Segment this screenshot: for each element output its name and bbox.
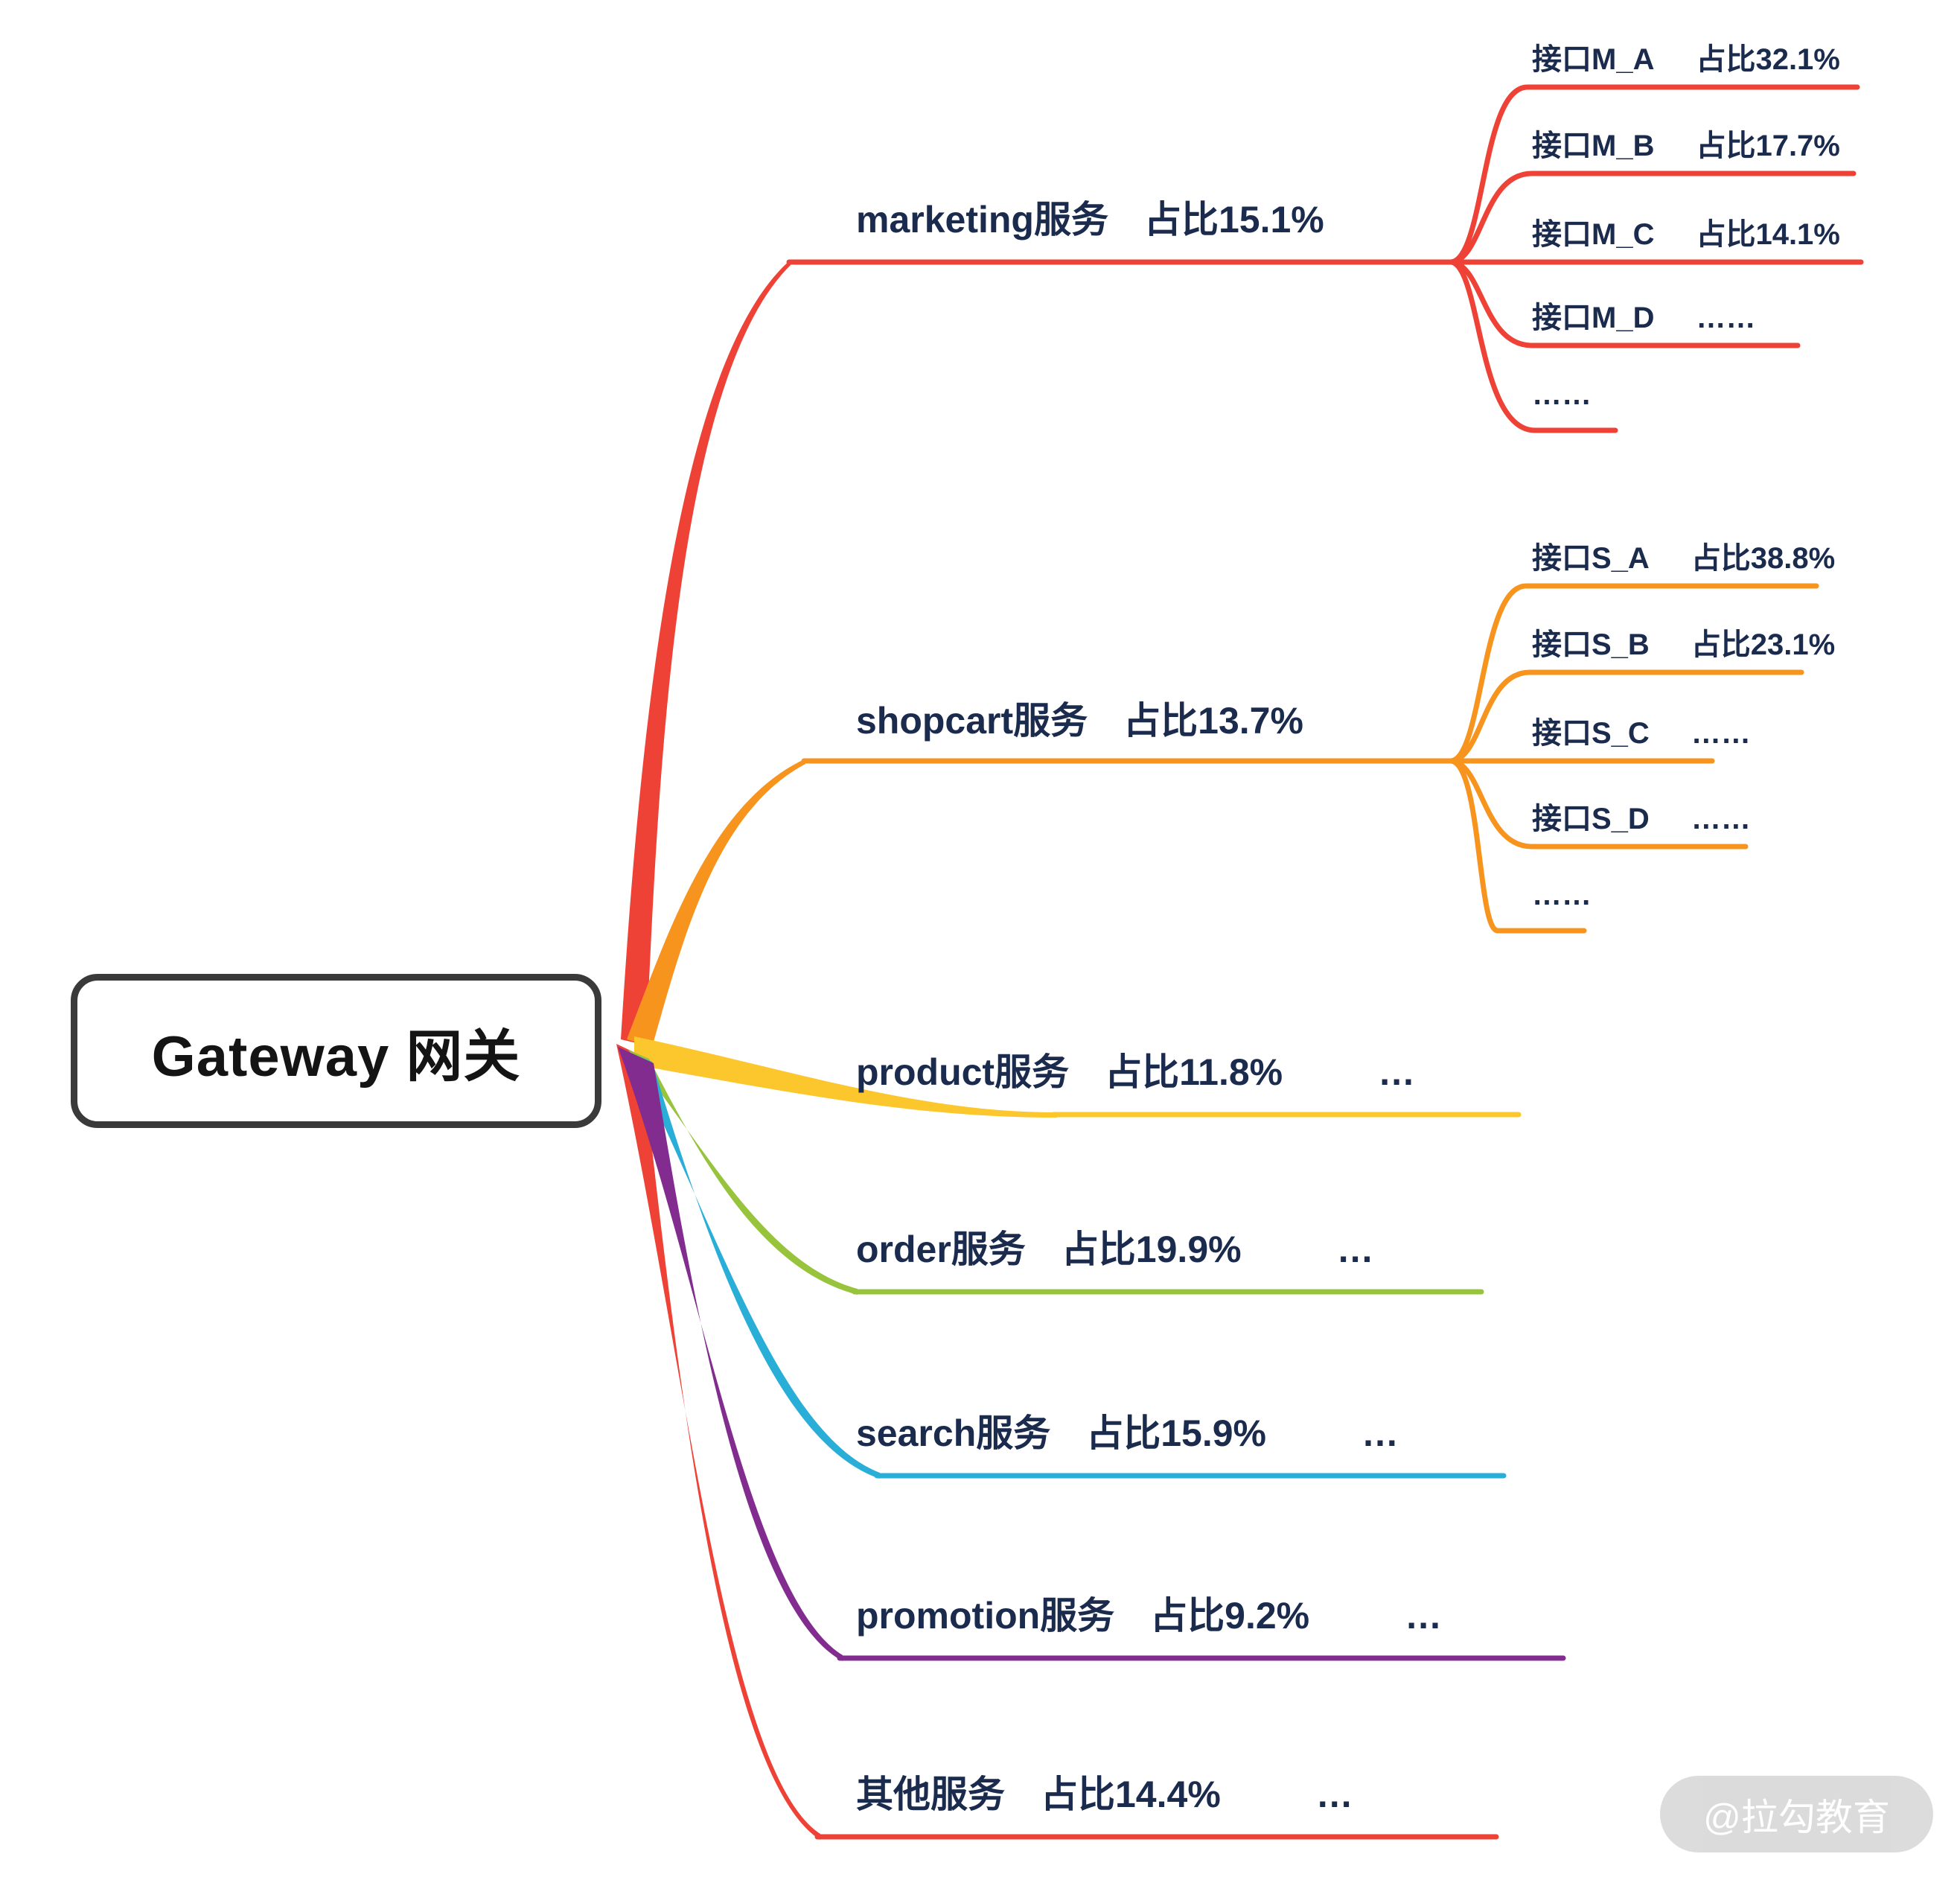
branch-ellipsis: … — [1336, 1229, 1377, 1270]
branch-name: marketing服务 — [856, 199, 1108, 240]
child-value: 占比17.7% — [1696, 130, 1840, 162]
branch-ellipsis: … — [1405, 1595, 1446, 1637]
child-value: …… — [1691, 803, 1751, 835]
root-node-label: Gateway 网关 — [151, 1025, 521, 1089]
branch-ellipsis: … — [1378, 1051, 1419, 1093]
branch-percent: 占比15.1% — [1143, 199, 1324, 240]
branch-percent: 占比14.4% — [1041, 1774, 1221, 1815]
trunk-shopcart — [627, 759, 805, 1047]
child-name: …… — [1532, 378, 1592, 411]
child-name: 接口M_C — [1532, 218, 1655, 251]
node-interface-m-d[interactable]: 接口M_D …… — [1532, 293, 1755, 337]
branch-name: 其他服务 — [856, 1774, 1005, 1815]
branch-name: order服务 — [856, 1229, 1026, 1270]
branch-name: shopcart服务 — [856, 700, 1088, 742]
branch-name: search服务 — [856, 1412, 1051, 1454]
branch-percent: 占比15.9% — [1086, 1412, 1267, 1454]
root-node-gateway[interactable]: Gateway 网关 — [71, 974, 601, 1128]
node-interface-s-c[interactable]: 接口S_C …… — [1532, 709, 1751, 752]
trunk-product — [634, 1036, 1057, 1118]
branch-percent: 占比11.8% — [1105, 1051, 1283, 1093]
child-name: 接口M_D — [1532, 302, 1655, 334]
branch-name: promotion服务 — [856, 1595, 1115, 1637]
child-name: 接口S_B — [1532, 628, 1650, 661]
child-name: 接口S_A — [1532, 542, 1650, 575]
node-interface-m-more[interactable]: …… — [1532, 378, 1592, 412]
child-name: 接口M_B — [1532, 130, 1655, 162]
branch-promotion[interactable]: promotion服务 占比9.2% … — [856, 1586, 1445, 1640]
child-name: 接口S_C — [1532, 717, 1650, 750]
child-value: 占比23.1% — [1691, 628, 1836, 661]
branch-percent: 占比9.2% — [1150, 1595, 1310, 1637]
child-value: 占比14.1% — [1696, 218, 1840, 251]
trunk-marketing — [621, 260, 791, 1045]
child-name: 接口S_D — [1532, 803, 1650, 835]
trunk-search — [630, 1053, 880, 1479]
line-interface-s-d — [1449, 758, 1749, 850]
trunk-promotion — [618, 1047, 843, 1661]
branch-percent: 占比13.7% — [1123, 700, 1303, 742]
child-value: …… — [1696, 302, 1756, 334]
node-interface-m-b[interactable]: 接口M_B 占比17.7% — [1532, 121, 1840, 165]
trunk-other-services — [616, 1044, 820, 1840]
child-name: …… — [1532, 879, 1592, 911]
node-interface-s-more[interactable]: …… — [1532, 879, 1592, 912]
node-interface-s-b[interactable]: 接口S_B 占比23.1% — [1532, 620, 1835, 663]
child-name: 接口M_A — [1532, 43, 1655, 76]
child-value: …… — [1691, 717, 1751, 750]
line-interface-m-a — [1449, 84, 1860, 265]
line-interface-s-b — [1449, 669, 1804, 764]
node-interface-m-c[interactable]: 接口M_C 占比14.1% — [1532, 210, 1840, 253]
line-interface-s-a — [1449, 583, 1819, 764]
branch-product[interactable]: product服务 占比11.8% … — [856, 1042, 1418, 1096]
line-interface-m-d — [1449, 259, 1801, 348]
branch-shopcart[interactable]: shopcart服务 占比13.7% — [856, 691, 1303, 745]
line-interface-m-more — [1449, 259, 1618, 433]
branch-other-services[interactable]: 其他服务 占比14.4% … — [856, 1765, 1356, 1818]
branch-percent: 占比19.9% — [1061, 1229, 1242, 1270]
line-interface-s-more — [1449, 758, 1587, 934]
node-interface-s-d[interactable]: 接口S_D …… — [1532, 794, 1751, 838]
watermark-text: @拉勾教育 — [1703, 1796, 1890, 1838]
branch-search[interactable]: search服务 占比15.9% … — [856, 1403, 1402, 1457]
child-value: 占比38.8% — [1691, 542, 1836, 575]
watermark-badge: @拉勾教育 — [1660, 1776, 1933, 1852]
line-interface-m-b — [1449, 171, 1857, 265]
node-interface-m-a[interactable]: 接口M_A 占比32.1% — [1532, 35, 1840, 78]
branch-ellipsis: … — [1362, 1412, 1402, 1454]
branch-ellipsis: … — [1315, 1774, 1356, 1815]
branch-order[interactable]: order服务 占比19.9% … — [856, 1220, 1377, 1273]
branch-name: product服务 — [856, 1051, 1070, 1093]
node-interface-s-a[interactable]: 接口S_A 占比38.8% — [1532, 534, 1835, 577]
branch-marketing[interactable]: marketing服务 占比15.1% — [856, 190, 1324, 243]
child-value: 占比32.1% — [1696, 43, 1840, 76]
